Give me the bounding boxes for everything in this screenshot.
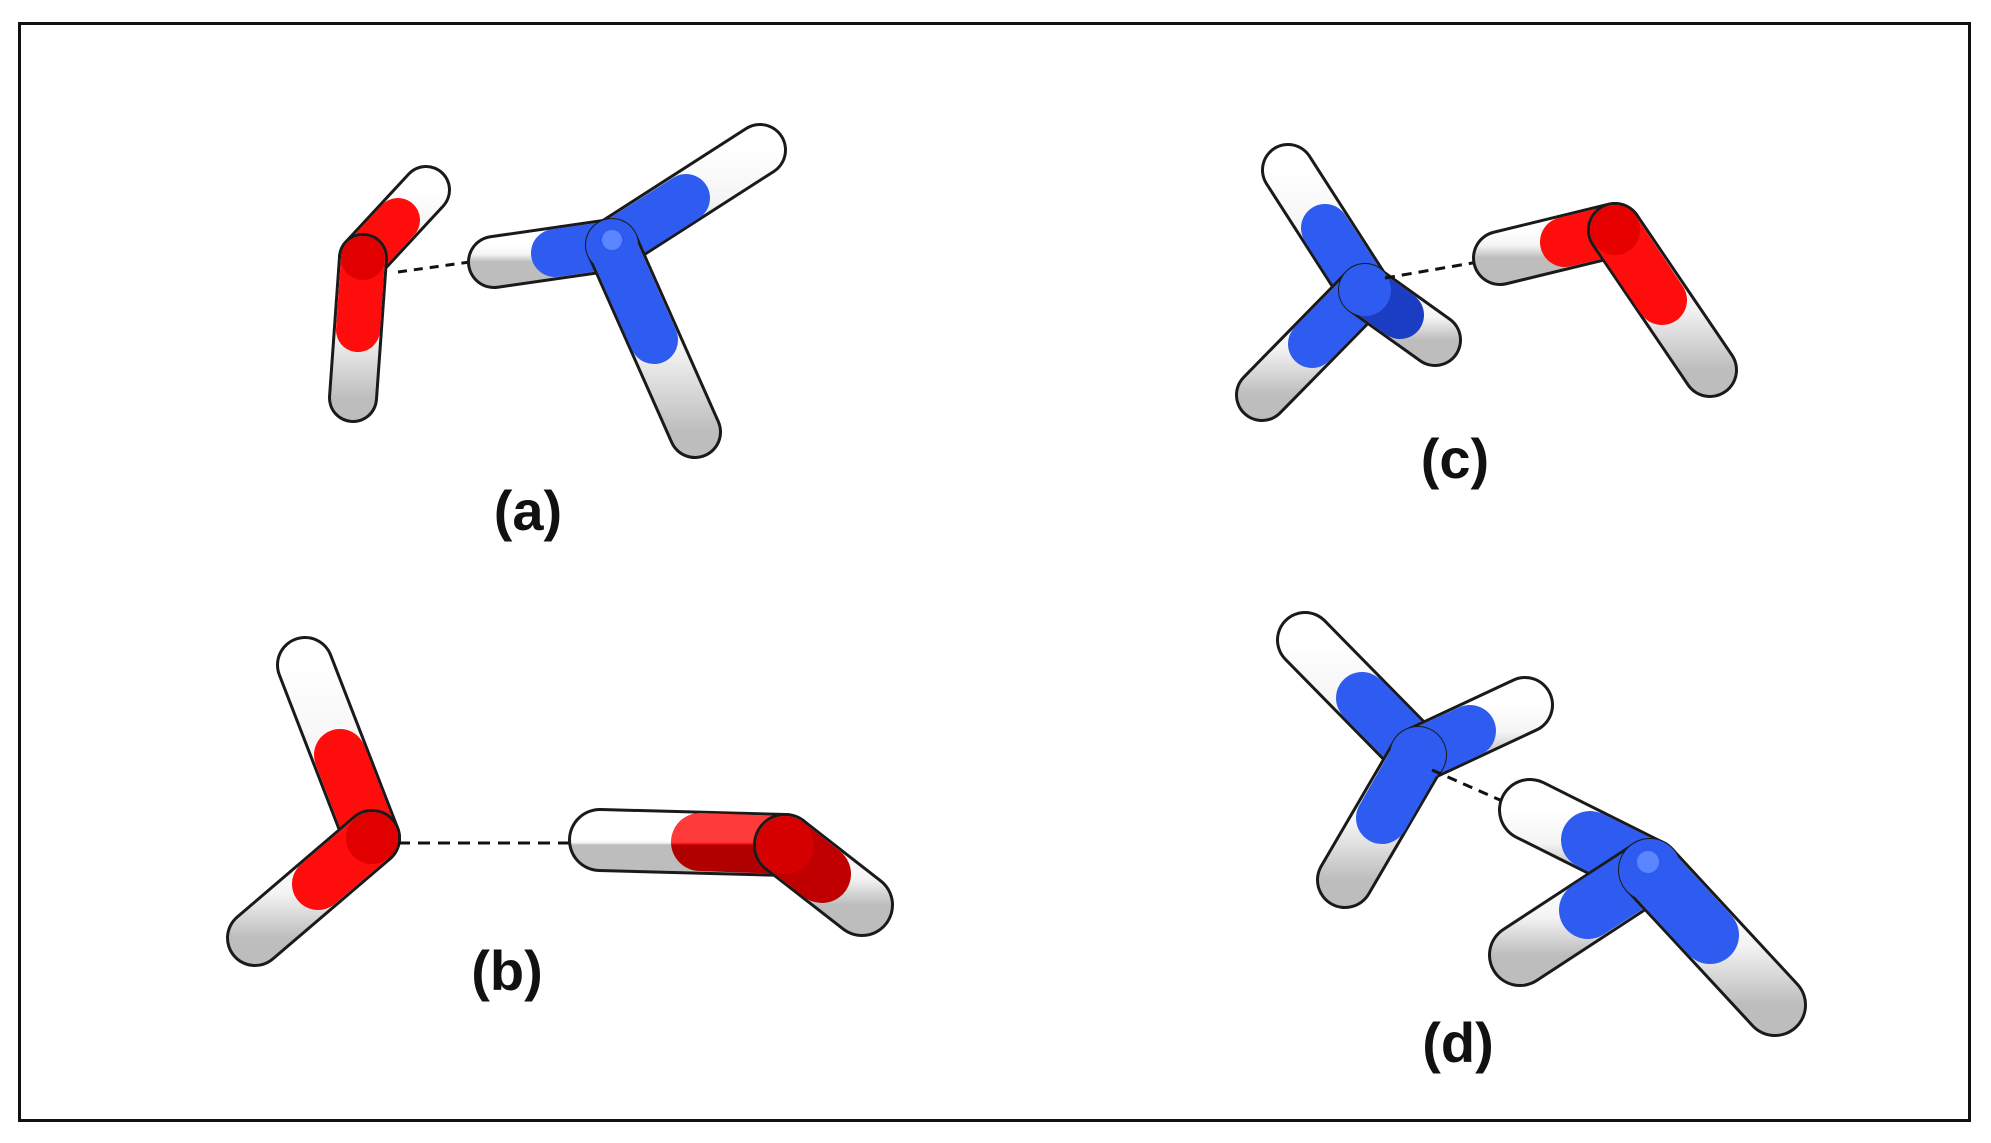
panel-b-molecules (226, 636, 894, 967)
ammonia-molecule-donor (1488, 778, 1807, 1037)
ammonia-molecule (1235, 143, 1462, 422)
panel-label-c: (c) (1421, 427, 1489, 490)
panel-c-molecules (1235, 143, 1738, 422)
ammonia-molecule-acceptor (1276, 611, 1554, 909)
panel-d-molecules (1276, 611, 1807, 1037)
panel-a-molecules (328, 123, 787, 459)
hydrogen-bond (1431, 768, 1501, 802)
panel-label-b: (b) (471, 939, 543, 1002)
panel-label-a: (a) (494, 479, 562, 542)
figure-frame (18, 22, 1971, 1122)
water-molecule (1472, 202, 1738, 398)
panel-label-d: (d) (1422, 1011, 1494, 1074)
water-molecule (328, 165, 451, 423)
hydrogen-bond (397, 260, 471, 274)
ammonia-molecule (467, 123, 787, 459)
water-molecule-acceptor (226, 636, 401, 967)
water-molecule-donor (568, 808, 894, 937)
hydrogen-bond (1384, 260, 1479, 280)
